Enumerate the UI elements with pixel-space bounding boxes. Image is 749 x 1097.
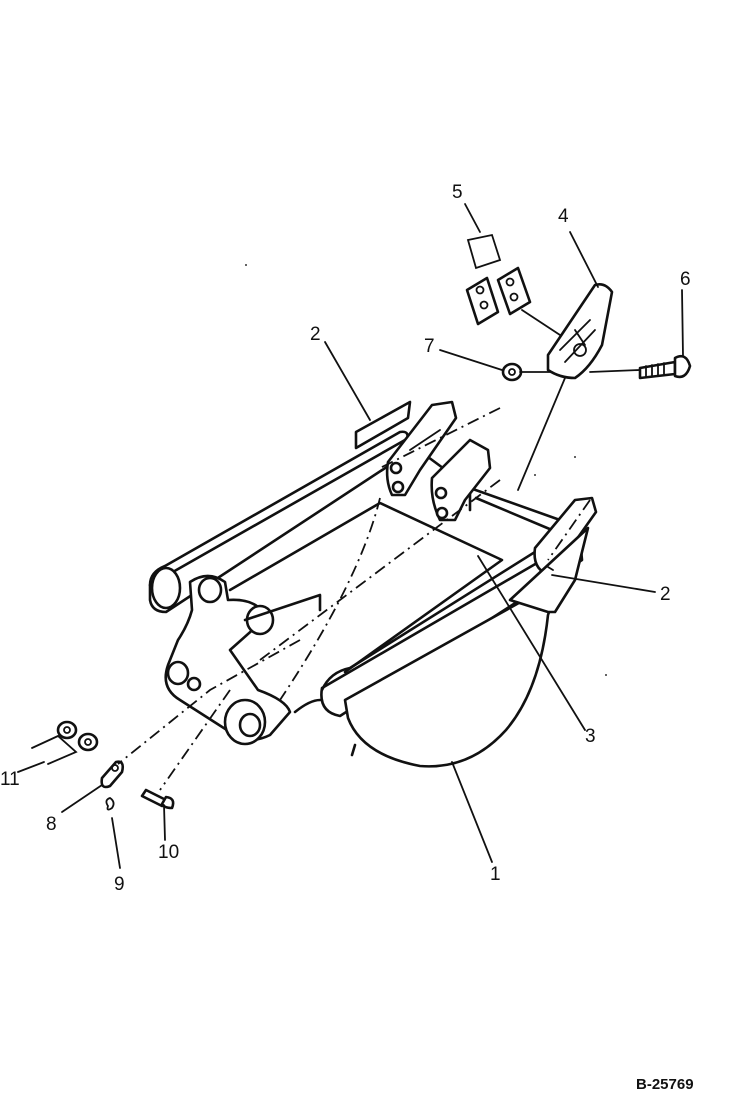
bucket-tooth — [546, 283, 614, 380]
tooth-adapter-center — [430, 438, 492, 522]
leader-lines — [17, 203, 684, 869]
boss-bracket — [150, 566, 322, 746]
callout-7: 7 — [424, 336, 435, 357]
callout-8: 8 — [46, 814, 57, 835]
callout-6: 6 — [680, 269, 691, 290]
assembly-lines — [117, 309, 641, 791]
tooth-adapter-left — [385, 400, 458, 497]
callout-2-left: 2 — [310, 324, 321, 345]
callout-10: 10 — [158, 842, 179, 863]
lock-bolt — [140, 788, 175, 810]
lock-plate — [100, 760, 125, 789]
tooth-bolt — [638, 354, 692, 380]
callout-9: 9 — [114, 874, 125, 895]
lock-nuts — [31, 720, 99, 765]
side-cutter-right — [508, 526, 590, 614]
callout-11: 11 — [0, 769, 20, 790]
side-cutter-left — [354, 400, 412, 450]
lock-pin — [105, 797, 115, 811]
shim-plates — [465, 233, 532, 326]
callout-3: 3 — [585, 726, 596, 747]
bucket-body — [148, 430, 584, 768]
callout-4: 4 — [558, 206, 569, 227]
tooth-nut — [501, 362, 523, 382]
callout-1: 1 — [490, 864, 501, 885]
callout-5: 5 — [452, 182, 463, 203]
callout-2-right: 2 — [660, 584, 671, 605]
drawing-code: B-25769 — [636, 1076, 694, 1093]
